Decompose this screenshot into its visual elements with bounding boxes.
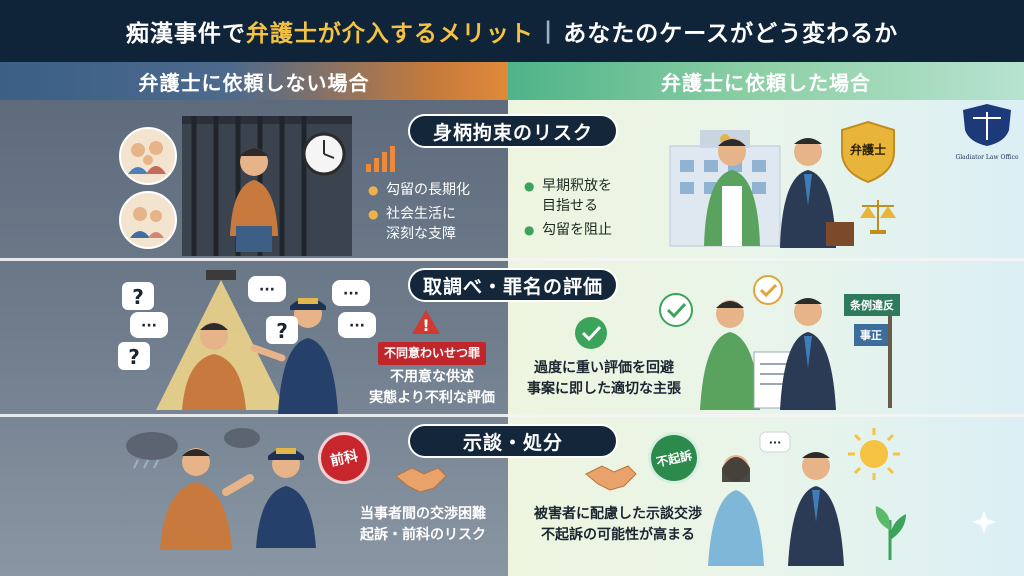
- svg-text:···: ···: [343, 286, 359, 302]
- police-officer-illustration: [256, 448, 316, 548]
- offense-tag: 不同意わいせつ罪: [377, 342, 486, 365]
- signpost-pole: [888, 294, 892, 408]
- scales-of-justice-icon: [860, 200, 896, 234]
- text-line: 不起訴の可能性が高まる: [541, 527, 695, 543]
- couple-icon: [119, 191, 177, 249]
- rising-chart-icon: [366, 146, 395, 172]
- left-text-interrogation: 不同意わいせつ罪 不用意な供述 実態より不利な評価: [362, 342, 502, 409]
- sign-bottom: 事正: [854, 324, 888, 346]
- sign-top: 条例違反: [844, 294, 900, 316]
- right-text-settlement: 被害者に配慮した示談交渉 不起訴の可能性が高まる: [520, 504, 716, 546]
- police-officer-illustration: [250, 298, 338, 414]
- handshake-icon: [395, 467, 447, 493]
- text-line: 事案に即した適切な主張: [527, 381, 681, 397]
- svg-text:?: ?: [276, 319, 288, 343]
- right-text-interrogation: 過度に重い評価を回避 事案に即した適切な主張: [520, 358, 688, 400]
- interrogation-spotlight-illustration: [156, 270, 286, 410]
- title-separator: |: [543, 18, 554, 44]
- lawyer-shield-label: 弁護士: [849, 143, 886, 157]
- plant-icon: [875, 506, 906, 560]
- warning-icon: !: [412, 310, 440, 335]
- bullet-item: 勾留の長期化: [368, 180, 478, 200]
- svg-text:?: ?: [132, 285, 144, 309]
- left-bullets-custody: 勾留の長期化 社会生活に 深刻な支障: [368, 180, 478, 248]
- svg-text:···: ···: [349, 318, 365, 334]
- text-line: 当事者間の交渉困難: [360, 506, 486, 522]
- title-highlight: 弁護士が介入するメリット: [245, 21, 534, 47]
- office-name: Gladiator Law Office: [955, 154, 1019, 161]
- signpost: 条例違反 事正: [844, 290, 916, 410]
- clock-icon: [302, 132, 346, 176]
- page-title: 痴漢事件で 弁護士が介入するメリット | あなたのケースがどう変わるか: [0, 0, 1024, 62]
- lawyer-consultation-illustration: [700, 298, 836, 410]
- right-bullets-custody: 早期釈放を 目指せる 勾留を阻止: [524, 176, 644, 244]
- family-icon: [119, 127, 177, 185]
- bullet-item: 早期釈放を 目指せる: [524, 176, 644, 216]
- arguing-man-illustration: [160, 448, 254, 550]
- section-label-settlement: 示談・処分: [408, 424, 618, 458]
- column-head-without-lawyer: 弁護士に依頼しない場合: [0, 62, 508, 100]
- check-circle-icon: [575, 317, 607, 349]
- storm-cloud-icon: [126, 432, 178, 469]
- speech-bubble-icon: ···: [759, 431, 791, 453]
- left-text-settlement: 当事者間の交渉困難 起訴・前科のリスク: [348, 504, 498, 546]
- lawyer-with-client-illustration: [704, 138, 854, 248]
- text-line: 被害者に配慮した示談交渉: [534, 506, 702, 522]
- svg-text:···: ···: [769, 436, 782, 449]
- check-bubble-icon: [753, 275, 783, 305]
- title-pre: 痴漢事件で: [125, 21, 246, 47]
- section-divider: [0, 258, 1024, 261]
- section-label-interrogation: 取調べ・罪名の評価: [408, 268, 618, 302]
- section-label-custody: 身柄拘束のリスク: [408, 114, 618, 148]
- svg-text:?: ?: [128, 345, 140, 369]
- speech-bubble-icon: ···: [130, 312, 168, 338]
- bullet-item: 社会生活に 深刻な支障: [368, 204, 478, 244]
- question-bubble-icon: ?: [266, 316, 298, 344]
- speech-bubble-icon: ···: [338, 312, 376, 338]
- svg-text:···: ···: [141, 318, 157, 334]
- title-post: あなたのケースがどう変わるか: [563, 21, 899, 47]
- svg-text:!: !: [422, 316, 429, 335]
- law-office-logo: Gladiator Law Office: [955, 102, 1019, 161]
- svg-text:···: ···: [259, 282, 275, 298]
- lawyer-shield-badge: [841, 120, 895, 184]
- handshake-icon: [585, 465, 637, 491]
- storm-cloud-icon: [224, 428, 260, 448]
- sparkle-icon: [972, 510, 996, 534]
- bullet-item: 勾留を阻止: [524, 220, 644, 240]
- check-bubble-icon: [659, 293, 693, 327]
- question-bubble-icon: ?: [118, 342, 150, 370]
- text-line: 起訴・前科のリスク: [360, 527, 486, 543]
- settlement-negotiation-illustration: [708, 452, 844, 566]
- speech-bubble-icon: ···: [332, 280, 370, 306]
- text-line: 実態より不利な評価: [369, 390, 495, 406]
- section-divider: [0, 414, 1024, 417]
- sun-icon: [848, 428, 900, 480]
- question-bubble-icon: ?: [122, 282, 154, 310]
- speech-bubble-icon: ···: [248, 276, 286, 302]
- column-head-with-lawyer: 弁護士に依頼した場合: [508, 62, 1024, 100]
- text-line: 不用意な供述: [390, 369, 474, 385]
- office-shield-icon: [963, 104, 1011, 146]
- text-line: 過度に重い評価を回避: [534, 360, 674, 376]
